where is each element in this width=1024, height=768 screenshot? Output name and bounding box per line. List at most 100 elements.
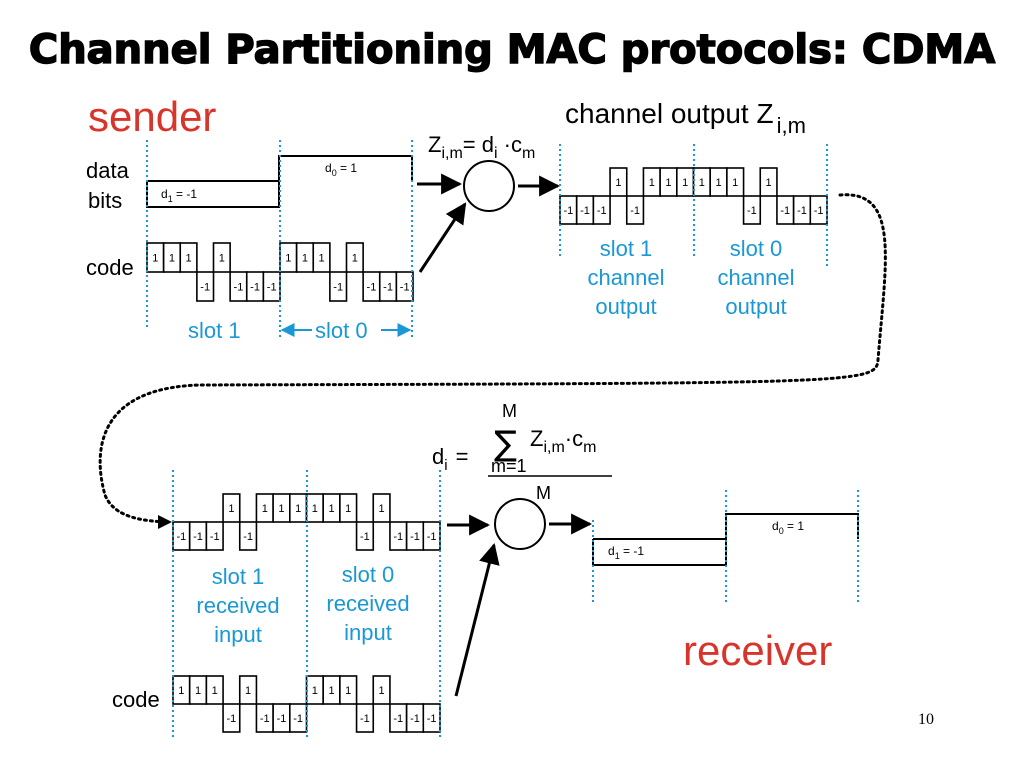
chip-label: 1 [262,503,268,515]
chip-label: -1 [747,205,757,217]
chip-box [196,271,215,302]
chip-box [312,242,331,273]
sender-slot0-label: slot 0 [315,318,368,343]
chip-label: -1 [630,205,640,217]
chip-label: 1 [195,685,201,697]
decoded-d1-label: d1 = -1 [608,544,644,561]
chip-box [592,195,611,225]
chip-box [726,167,745,197]
channel-slot1-caption: channel [587,265,664,290]
received-slot1-caption: input [214,622,262,647]
sum-upper-limit: M [502,401,517,421]
sender-heading: sender [88,93,216,140]
chip-label: -1 [400,282,410,294]
sum-symbol: ∑ [494,424,517,464]
chip-box [339,675,358,705]
encoder-multiplier-circle [463,160,515,212]
chip-label: -1 [427,531,437,543]
chip-label: 1 [219,253,225,265]
chip-label: -1 [193,531,203,543]
channel-path-dotted-arrow [98,193,887,524]
chip-box [222,703,241,733]
code-to-encoder-arrow [418,202,467,273]
chip-label: -1 [580,205,590,217]
encoder-formula: Zi,m= di ·cm [428,132,535,162]
chip-label: -1 [393,713,403,725]
channel-slot0-caption: slot 0 [730,236,783,261]
chip-box [355,703,375,733]
chip-label: 1 [345,503,351,515]
chip-label: -1 [393,531,403,543]
sender-slot1-label: slot 1 [188,318,241,343]
page-number: 10 [918,711,934,728]
chip-label: -1 [367,282,377,294]
chip-box [329,271,348,302]
chip-label: 1 [352,253,358,265]
chip-label: 1 [228,503,234,515]
chip-label: -1 [427,713,437,725]
chip-label: 1 [285,253,291,265]
chip-label: -1 [200,282,210,294]
chip-label: 1 [715,177,721,189]
chip-label: 1 [379,685,385,697]
chip-box [339,493,358,523]
channel-slot0-caption: channel [717,265,794,290]
chip-label: -1 [383,282,393,294]
chip-label: -1 [267,282,277,294]
chip-label: -1 [780,205,790,217]
chip-label: 1 [665,177,671,189]
chip-label: 1 [312,503,318,515]
decoder-formula-lhs: di= [432,444,468,474]
chip-label: -1 [814,205,824,217]
chip-box [609,167,628,197]
decoded-d0-label: d0 = 1 [772,519,804,536]
chip-label: -1 [410,713,420,725]
chip-label: 1 [185,253,191,265]
fraction-denominator: M [536,483,551,503]
chip-box [742,195,762,225]
chip-label: 1 [312,685,318,697]
chip-label: 1 [212,685,218,697]
sum-term: Zi,m·cm [530,426,596,456]
channel-path-arrowhead [158,515,172,529]
chip-label: 1 [732,177,738,189]
chip-box [625,195,645,225]
chip-label: -1 [234,282,244,294]
chip-label: 1 [682,177,688,189]
chip-label: -1 [563,205,573,217]
chip-label: -1 [360,713,370,725]
received-slot1-caption: slot 1 [212,564,265,589]
sender-d1-label: d1 = -1 [161,187,197,204]
chip-box [212,242,231,273]
sum-lower-limit: m=1 [491,456,527,476]
chip-box [372,675,391,705]
chip-box [289,703,308,733]
channel-slot1-caption: output [595,294,656,319]
chip-box [205,521,224,551]
received-slot0-caption: received [326,591,409,616]
chip-label: -1 [277,713,287,725]
chip-box [395,271,414,302]
chip-box [179,242,198,273]
chip-label: 1 [152,253,158,265]
chip-label: -1 [333,282,343,294]
receiver-heading: receiver [683,627,832,674]
data-bits-label-line2: bits [88,188,122,213]
received-slot0-caption: input [344,620,392,645]
chip-label: -1 [597,205,607,217]
receiver-code-label: code [112,687,160,712]
code-to-decoder-arrow [454,542,500,697]
chip-box [222,493,241,523]
chip-label: 1 [699,177,705,189]
chip-box [759,167,778,197]
channel-slot1-caption: slot 1 [600,236,653,261]
chip-label: -1 [243,531,253,543]
chip-label: -1 [210,531,220,543]
chip-label: 1 [169,253,175,265]
chip-label: -1 [227,713,237,725]
chip-label: 1 [178,685,184,697]
chip-label: 1 [328,685,334,697]
